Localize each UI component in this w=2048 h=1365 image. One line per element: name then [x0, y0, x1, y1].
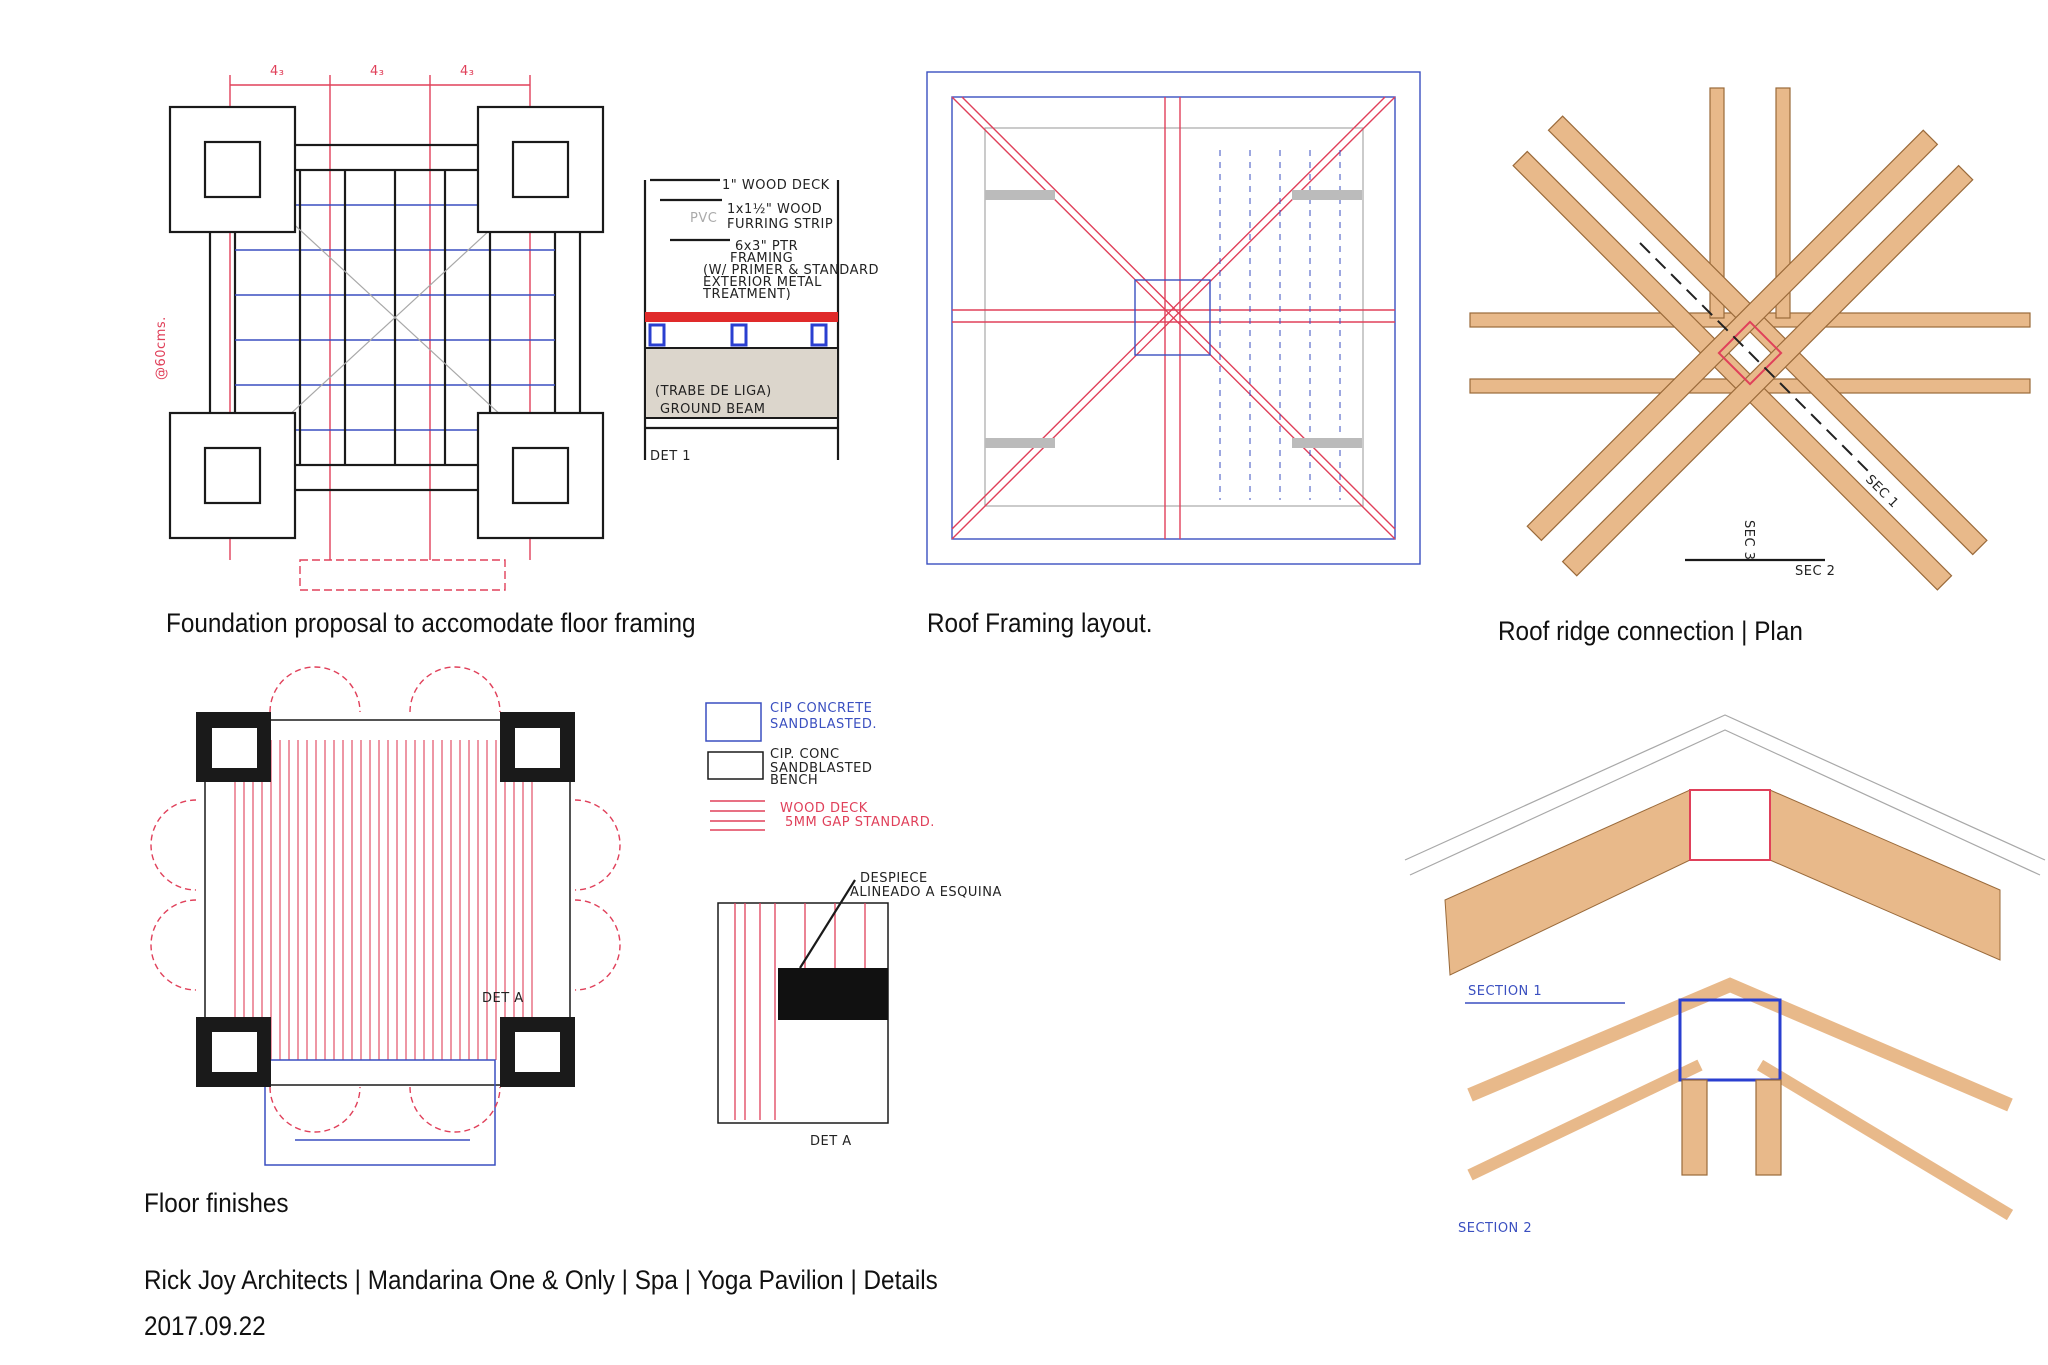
legend-label: WOOD DECK	[780, 801, 868, 816]
ridge-section-2: SECTION 2	[1458, 977, 2014, 1236]
detail-ref: DET A	[482, 991, 524, 1006]
note: FRAMING	[730, 251, 793, 266]
spacing-label: @60cms.	[154, 316, 169, 380]
section-label: SECTION 2	[1458, 1221, 1532, 1236]
detail-1-section: 1" WOOD DECK 1x1½" WOOD PVC FURRING STRI…	[643, 178, 879, 464]
caption-ridge: Roof ridge connection | Plan	[1498, 616, 1803, 646]
note: GROUND BEAM	[660, 402, 765, 417]
note: EXTERIOR METAL	[703, 275, 822, 290]
ridge-connection-plan: SEC 1 SEC 2 SEC 3	[1469, 87, 2031, 591]
note: 1" WOOD DECK	[722, 178, 830, 193]
note: FURRING STRIP	[727, 217, 833, 232]
dimension-label: 4₃	[460, 64, 474, 79]
material-legend: CIP CONCRETE SANDBLASTED. CIP. CONC SAND…	[705, 701, 935, 831]
note: (TRABE DE LIGA)	[655, 384, 772, 399]
ridge-section-1: SECTION 1	[1404, 714, 2046, 1004]
dimension-label: 4₃	[270, 64, 284, 79]
section-ref: SEC 3	[1741, 520, 1756, 560]
caption-floor: Floor finishes	[144, 1188, 289, 1218]
section-label: SECTION 1	[1468, 984, 1542, 999]
note: DESPIECE	[860, 871, 928, 886]
legend-label: CIP. CONC	[770, 747, 840, 762]
legend-label: SANDBLASTED.	[770, 717, 877, 732]
detail-label: DET 1	[650, 449, 691, 464]
sheet-date: 2017.09.22	[144, 1311, 266, 1341]
detail-label: DET A	[810, 1134, 852, 1149]
legend-label: 5MM GAP STANDARD.	[785, 815, 935, 830]
caption-roof-framing: Roof Framing layout.	[927, 608, 1153, 638]
roof-framing-plan	[926, 71, 1421, 565]
detail-a: DESPIECE ALINEADO A ESQUINA DET A	[717, 871, 1002, 1149]
note: 6x3" PTR	[735, 239, 798, 254]
note: ALINEADO A ESQUINA	[850, 885, 1002, 900]
floor-finishes-plan: DET A	[150, 666, 621, 1166]
dimension-label: 4₃	[370, 64, 384, 79]
legend-label: SANDBLASTED	[770, 761, 872, 776]
section-ref: SEC 2	[1795, 564, 1835, 579]
note: 1x1½" WOOD	[727, 202, 822, 217]
legend-label: BENCH	[770, 773, 818, 788]
foundation-plan: 4₃ 4₃ 4₃ @60cms.	[154, 64, 605, 591]
note: PVC	[690, 211, 717, 226]
note: TREATMENT)	[702, 287, 791, 302]
sheet-title: Rick Joy Architects | Mandarina One & On…	[144, 1265, 938, 1295]
note: (W/ PRIMER & STANDARD	[703, 263, 879, 278]
legend-label: CIP CONCRETE	[770, 701, 872, 716]
caption-foundation: Foundation proposal to accomodate floor …	[166, 608, 696, 638]
